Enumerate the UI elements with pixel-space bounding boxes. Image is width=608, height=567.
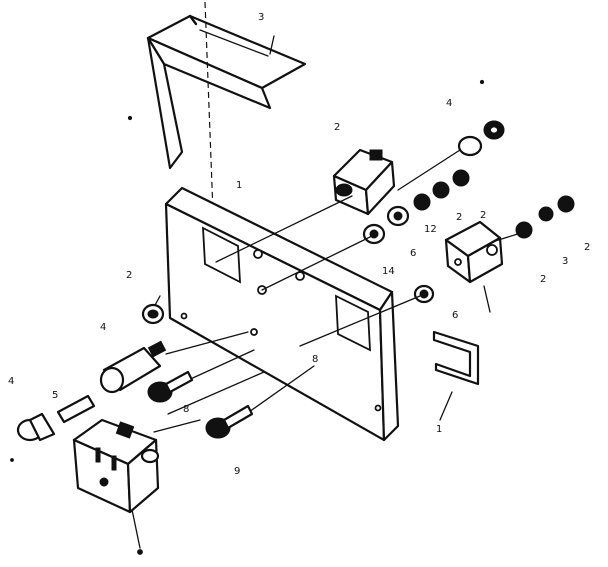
callout-4: 4 bbox=[8, 376, 14, 387]
callout-2: 2 bbox=[584, 242, 590, 253]
callout-6: 6 bbox=[452, 310, 458, 321]
callout-2: 2 bbox=[126, 270, 132, 281]
plate-hole bbox=[180, 312, 188, 320]
plate-window-right bbox=[335, 294, 371, 352]
callout-5: 5 bbox=[52, 390, 58, 401]
part-outlet bbox=[72, 418, 160, 514]
u-clip bbox=[432, 330, 480, 386]
part-switch-box bbox=[332, 148, 396, 216]
nut bbox=[413, 193, 431, 211]
callout-6: 6 bbox=[410, 248, 416, 259]
part-main-plate bbox=[164, 186, 400, 442]
callout-3: 3 bbox=[258, 12, 264, 23]
part-top-bracket bbox=[146, 14, 307, 170]
callout-2: 2 bbox=[480, 210, 486, 221]
fuse bbox=[56, 394, 96, 424]
nut bbox=[557, 195, 575, 213]
callout-9: 9 bbox=[234, 466, 240, 477]
plate-hole bbox=[374, 404, 382, 412]
part-right-hardware bbox=[362, 120, 575, 386]
part-left-hardware bbox=[16, 303, 254, 442]
scan-specks bbox=[10, 79, 485, 555]
washer bbox=[457, 135, 483, 157]
plate-hole bbox=[250, 328, 258, 336]
leader-lines bbox=[129, 35, 525, 549]
nut bbox=[538, 206, 554, 222]
plate-window-left bbox=[202, 226, 241, 284]
nut bbox=[432, 181, 450, 199]
callout-8: 8 bbox=[312, 354, 318, 365]
callout-2: 2 bbox=[540, 274, 546, 285]
callout-4: 4 bbox=[446, 98, 452, 109]
callout-3: 3 bbox=[562, 256, 568, 267]
callouts: 3 2 4 1 2 6 2 12 2 14 2 3 2 5 4 8 4 8 9 … bbox=[8, 12, 590, 477]
callout-1: 1 bbox=[236, 180, 242, 191]
callout-8: 8 bbox=[183, 404, 189, 415]
guide-line bbox=[204, 1, 214, 213]
callout-2: 2 bbox=[334, 122, 340, 133]
callout-14: 14 bbox=[382, 266, 395, 277]
callout-12: 12 bbox=[424, 224, 437, 235]
callout-2: 2 bbox=[456, 212, 462, 223]
plate-hole bbox=[253, 249, 263, 259]
nut bbox=[515, 221, 533, 239]
nut bbox=[452, 169, 470, 187]
callout-1: 1 bbox=[436, 424, 442, 435]
callout-4: 4 bbox=[100, 322, 106, 333]
